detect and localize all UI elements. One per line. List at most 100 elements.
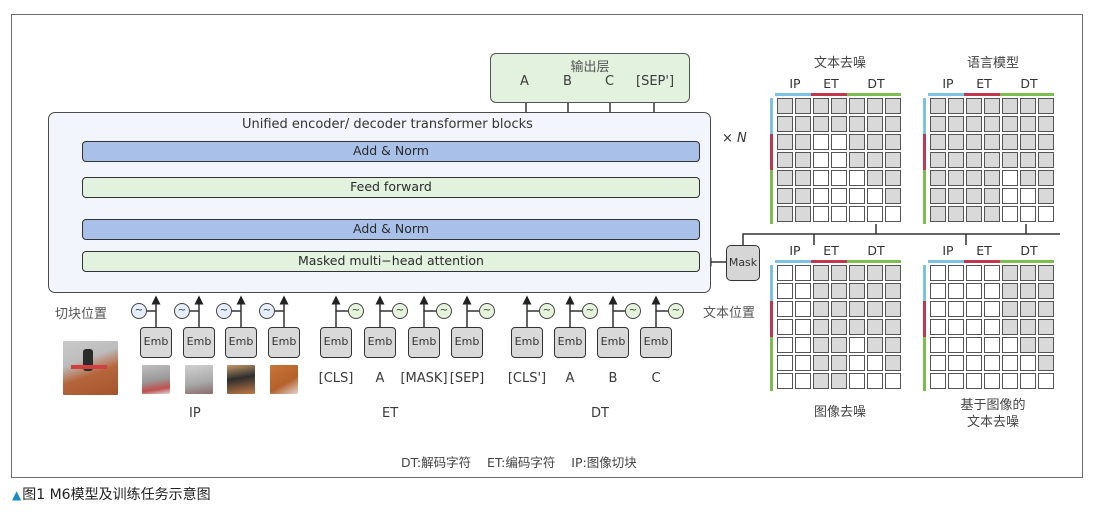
positional-encoding-icon: ~ (436, 303, 452, 319)
mask-cell-visible (966, 152, 982, 168)
mask-cell-visible (831, 355, 847, 371)
abbreviation-legend: DT:解码字符 ET:编码字符 IP:图像切块 (401, 455, 637, 470)
segment-bar-ip (770, 98, 773, 134)
positional-encoding-icon: ~ (174, 303, 190, 319)
mask-cell-visible (1038, 301, 1054, 317)
segment-bar-et (811, 93, 847, 96)
mask-cell-visible (1020, 152, 1036, 168)
segment-header: ET (976, 243, 992, 258)
mask-grid-title: 图像去噪 (813, 405, 866, 420)
mask-cell-visible (1002, 134, 1018, 150)
mask-cell-visible (1020, 319, 1036, 335)
mask-cell-visible (1020, 265, 1036, 281)
segment-bar-ip (775, 260, 811, 263)
input-token: A (565, 371, 575, 386)
mask-cell-visible (831, 337, 847, 353)
mask-cell-visible (885, 337, 901, 353)
group-label-et: ET (382, 406, 399, 421)
mask-cell-visible (885, 170, 901, 186)
embedding-box: Emb (225, 327, 257, 358)
repeat-n-label: × N (722, 131, 747, 146)
mask-cell-visible (1002, 116, 1018, 132)
mask-cell-visible (813, 337, 829, 353)
mask-cell-visible (795, 188, 811, 204)
segment-bar-et (770, 301, 773, 337)
segment-bar-dt (847, 93, 901, 96)
mask-cell-visible (984, 98, 1000, 114)
add-norm-layer-bottom: Add & Norm (82, 219, 700, 240)
input-token: [CLS] (318, 371, 354, 386)
mask-cell-masked (867, 373, 883, 389)
mask-cell-visible (831, 373, 847, 389)
mask-box: Mask (726, 245, 760, 281)
positional-encoding-icon: ~ (259, 303, 275, 319)
embedding-box: Emb (268, 327, 300, 358)
mask-cell-visible (849, 301, 865, 317)
mask-cell-visible (813, 98, 829, 114)
mask-cell-visible (831, 265, 847, 281)
mask-cell-visible (930, 134, 946, 150)
segment-bar-et (811, 260, 847, 263)
feed-forward-layer: Feed forward (82, 177, 700, 198)
mask-cell-masked (885, 206, 901, 222)
mask-cell-masked (813, 170, 829, 186)
mask-cell-masked (867, 355, 883, 371)
mask-cell-masked (930, 373, 946, 389)
positional-encoding-icon: ~ (392, 303, 408, 319)
mask-cell-masked (849, 355, 865, 371)
mask-cell-masked (948, 337, 964, 353)
mask-cell-visible (867, 283, 883, 299)
mask-cell-visible (813, 116, 829, 132)
mask-cell-visible (1020, 98, 1036, 114)
segment-bar-dt (770, 170, 773, 224)
mask-cell-visible (984, 134, 1000, 150)
mask-cell-visible (1020, 301, 1036, 317)
mask-cell-masked (795, 319, 811, 335)
mask-cell-visible (831, 301, 847, 317)
mask-cell-visible (795, 116, 811, 132)
patch-position-label: 切块位置 (55, 307, 108, 322)
mask-cell-masked (966, 355, 982, 371)
mask-cell-masked (849, 373, 865, 389)
embedding-box: Emb (597, 327, 629, 358)
mask-cell-visible (795, 152, 811, 168)
mask-cell-visible (795, 170, 811, 186)
mask-cell-masked (966, 319, 982, 335)
mask-cell-visible (948, 98, 964, 114)
mask-cell-masked (831, 152, 847, 168)
mask-cell-masked (777, 265, 793, 281)
mask-cell-masked (867, 206, 883, 222)
mask-cell-visible (1002, 152, 1018, 168)
segment-bar-et (923, 134, 926, 170)
mask-cell-masked (885, 373, 901, 389)
mask-cell-visible (813, 265, 829, 281)
segment-bar-dt (923, 170, 926, 224)
mask-cell-visible (966, 134, 982, 150)
mask-cell-masked (948, 283, 964, 299)
mask-cell-masked (813, 134, 829, 150)
mask-cell-visible (1020, 134, 1036, 150)
mask-cell-visible (948, 134, 964, 150)
input-token: [CLS'] (507, 371, 547, 386)
mask-grid-title: 语言模型 (966, 56, 1019, 71)
mask-cell-visible (777, 134, 793, 150)
mask-cell-masked (1002, 206, 1018, 222)
mask-cell-masked (813, 206, 829, 222)
mask-cell-masked (795, 337, 811, 353)
mask-cell-visible (1038, 98, 1054, 114)
positional-encoding-icon: ~ (216, 303, 232, 319)
mask-grid-title: 文本去噪 (813, 56, 866, 71)
mask-cell-visible (885, 134, 901, 150)
segment-bar-et (770, 134, 773, 170)
mask-cell-masked (930, 337, 946, 353)
caption-text: 图1 M6模型及训练任务示意图 (22, 487, 211, 503)
image-patch (142, 365, 170, 394)
add-norm-layer-top: Add & Norm (82, 141, 700, 162)
mask-cell-visible (1038, 283, 1054, 299)
mask-cell-visible (1038, 355, 1054, 371)
mask-cell-visible (966, 116, 982, 132)
mask-cell-masked (849, 206, 865, 222)
embedding-box: Emb (640, 327, 672, 358)
mask-cell-visible (831, 116, 847, 132)
output-token: [SEP'] (636, 74, 675, 89)
